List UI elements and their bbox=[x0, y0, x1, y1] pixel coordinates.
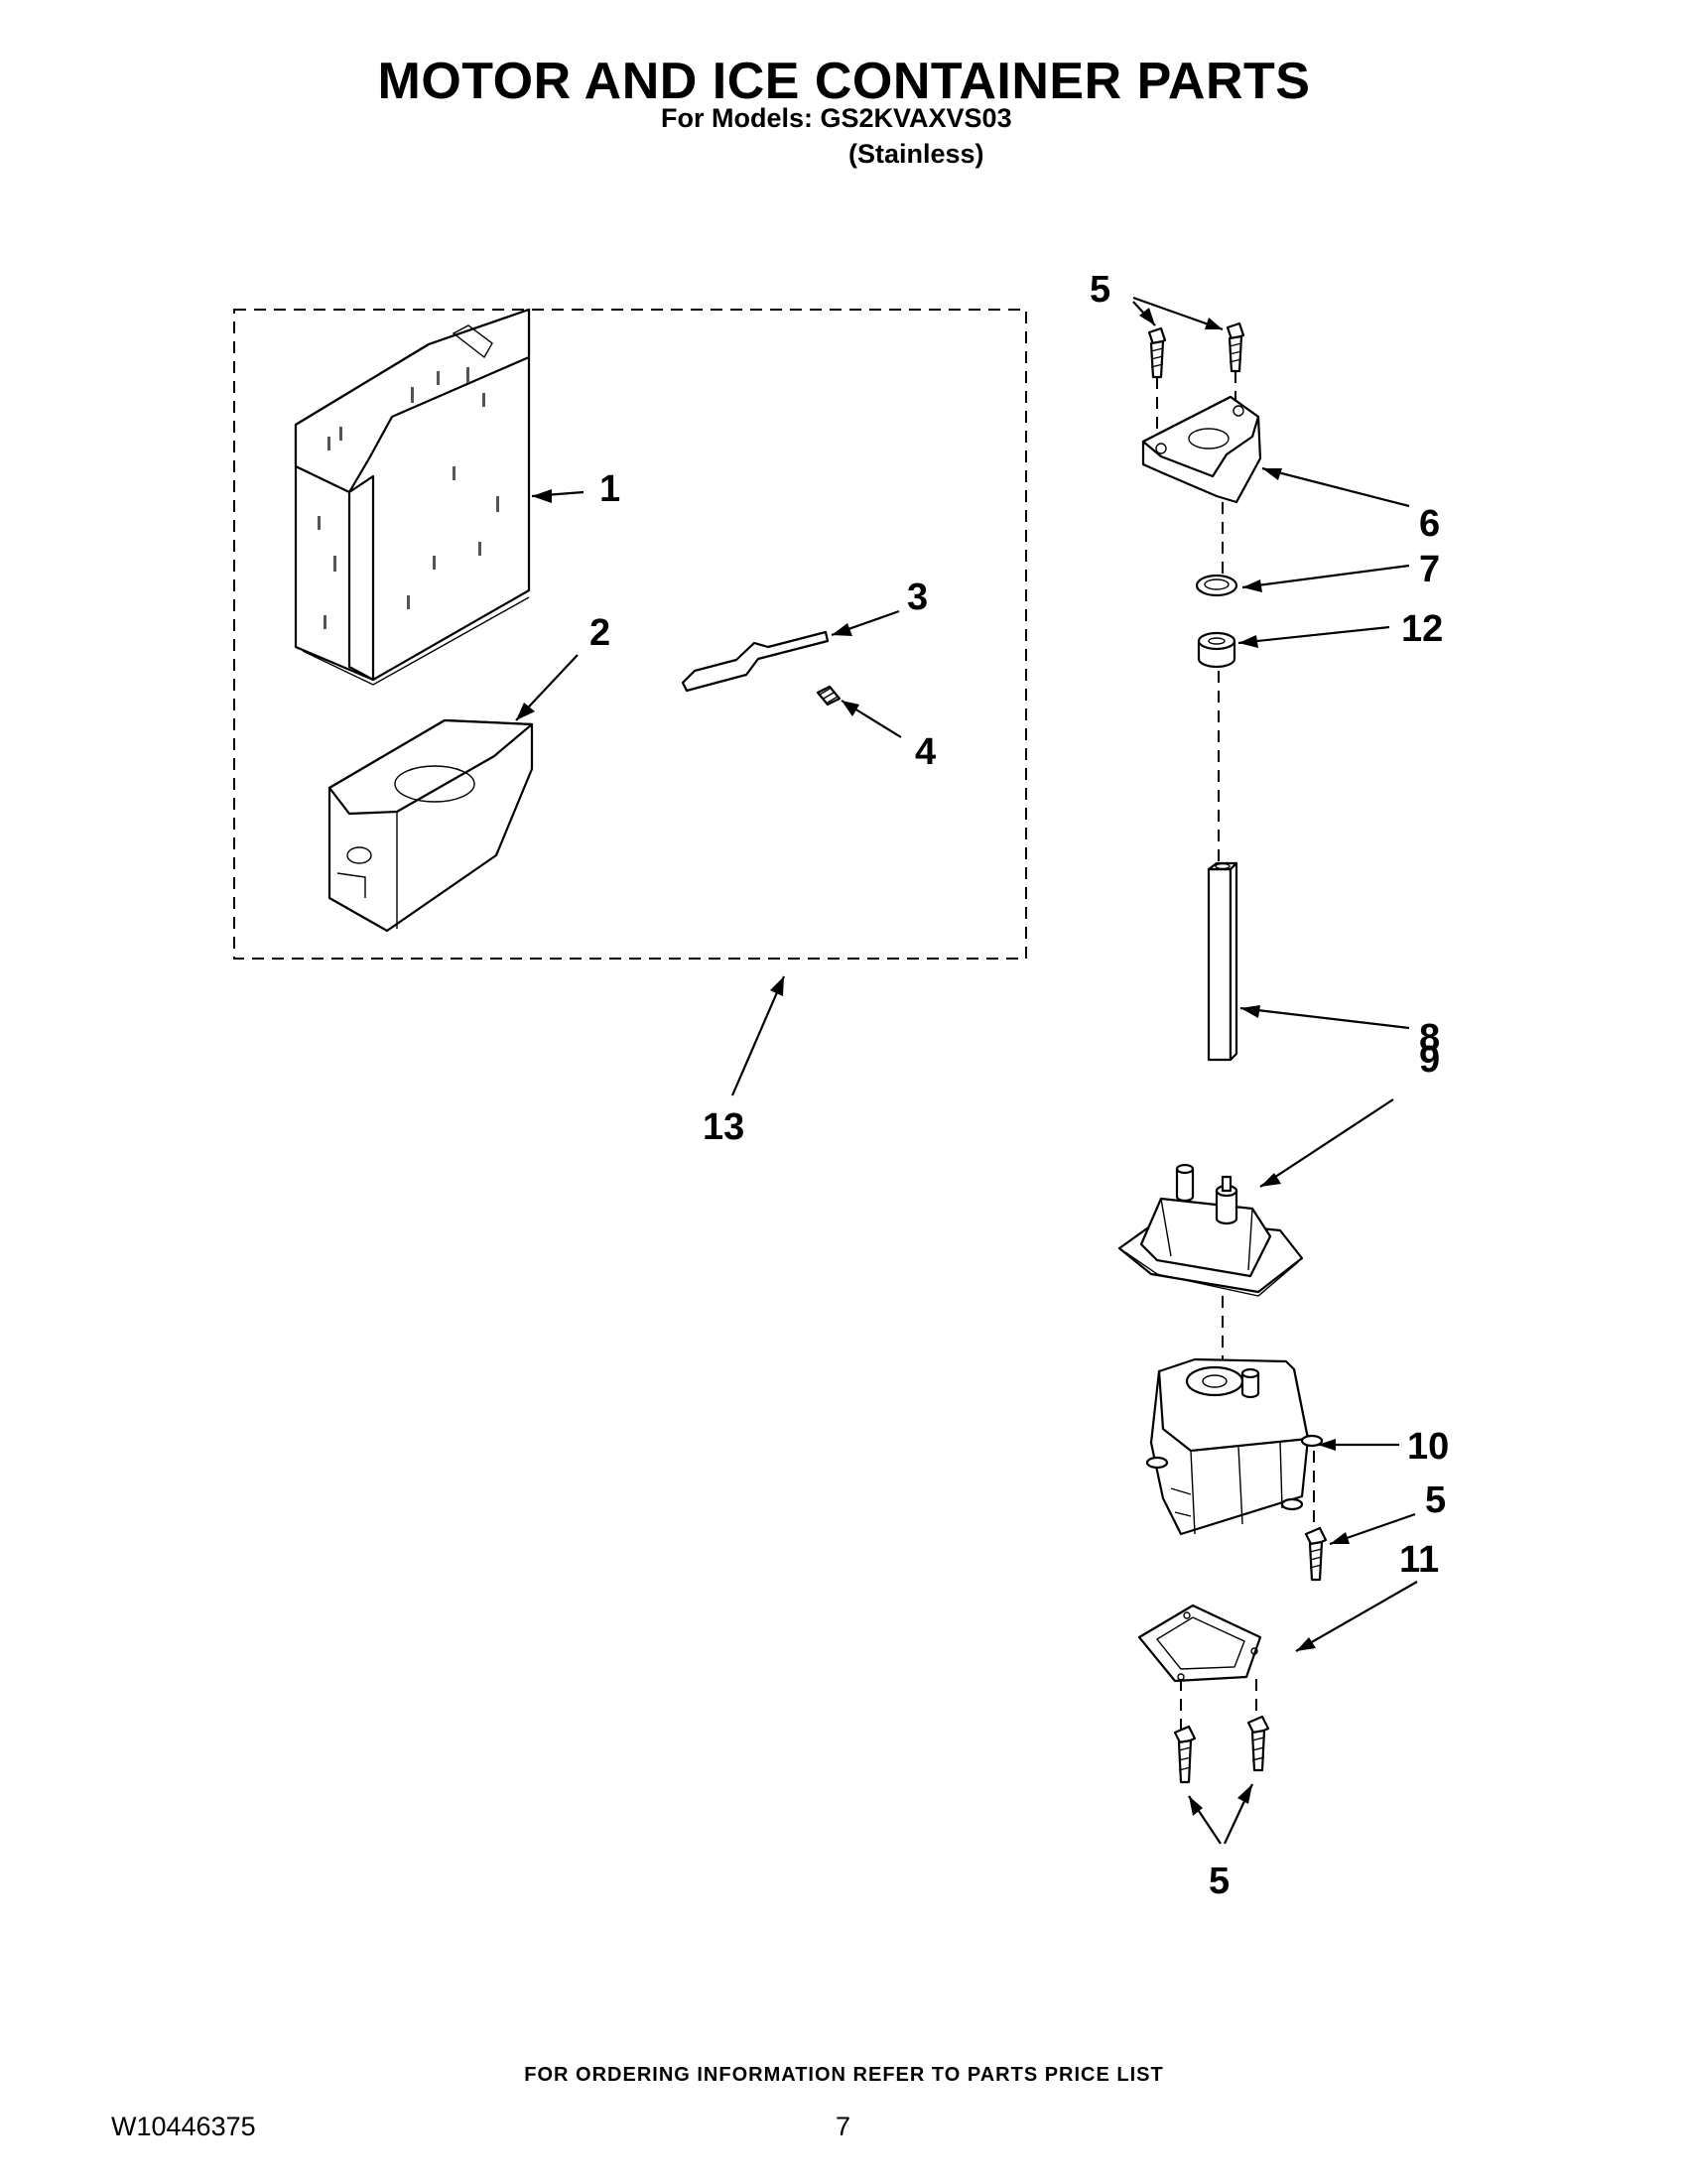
models-line: For Models: GS2KVAXVS03 bbox=[661, 103, 1012, 133]
callout-5-top: 5 bbox=[1090, 269, 1110, 311]
part-9-motor-cover bbox=[1117, 1163, 1304, 1297]
part-5-screw bbox=[1246, 1715, 1270, 1772]
part-12-bushing bbox=[1197, 631, 1236, 669]
callout-8: 8 bbox=[1419, 1017, 1440, 1059]
part-1-ice-container bbox=[294, 308, 531, 686]
callout-1: 1 bbox=[599, 468, 620, 510]
part-10-motor bbox=[1145, 1357, 1324, 1536]
callout-3: 3 bbox=[907, 577, 928, 618]
callout-5-mid: 5 bbox=[1425, 1479, 1446, 1521]
callout-10: 10 bbox=[1407, 1426, 1449, 1468]
part-5-screw bbox=[1173, 1725, 1197, 1784]
callout-7: 7 bbox=[1419, 549, 1440, 590]
callout-13: 13 bbox=[703, 1106, 744, 1148]
part-5-screw bbox=[1147, 326, 1167, 379]
part-5-screw bbox=[1304, 1526, 1328, 1582]
callout-5-bottom: 5 bbox=[1209, 1861, 1230, 1902]
part-4-spring bbox=[816, 685, 842, 707]
kit-group-box bbox=[233, 309, 1027, 960]
part-3-lever bbox=[681, 630, 830, 693]
page-title: MOTOR AND ICE CONTAINER PARTS bbox=[377, 53, 1311, 110]
callout-4: 4 bbox=[915, 731, 936, 773]
callout-11: 11 bbox=[1399, 1539, 1439, 1581]
variant-line: (Stainless) bbox=[848, 139, 984, 169]
document-number: W10446375 bbox=[111, 2112, 256, 2141]
part-5-screw bbox=[1226, 321, 1245, 373]
callout-6: 6 bbox=[1419, 503, 1440, 545]
callout-12: 12 bbox=[1401, 608, 1443, 650]
part-7-washer bbox=[1195, 574, 1238, 597]
ordering-note: FOR ORDERING INFORMATION REFER TO PARTS … bbox=[524, 2064, 1164, 2086]
page-number: 7 bbox=[836, 2112, 851, 2141]
callout-2: 2 bbox=[589, 612, 610, 654]
part-6-bracket bbox=[1141, 395, 1262, 504]
part-8-shaft bbox=[1207, 861, 1238, 1062]
part-2-container-base bbox=[327, 718, 534, 933]
part-11-gasket bbox=[1137, 1604, 1262, 1683]
callout-9: 9 bbox=[1419, 1039, 1440, 1081]
